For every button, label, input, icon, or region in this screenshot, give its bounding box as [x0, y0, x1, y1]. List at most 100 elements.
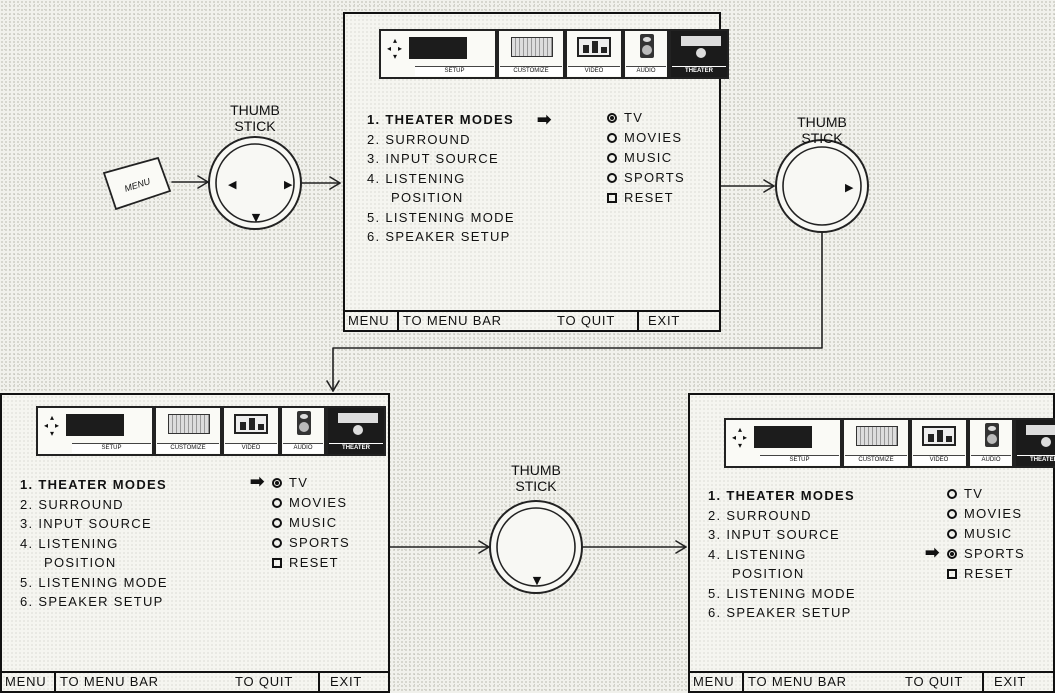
tab-label: VIDEO — [913, 455, 965, 465]
grid-icon — [168, 414, 210, 434]
tv-icon — [754, 426, 812, 448]
thumb-stick-label: THUMBSTICK — [499, 462, 573, 494]
option-marker — [272, 538, 282, 548]
video-bars-icon — [577, 37, 611, 57]
option-sports[interactable]: SPORTS — [272, 533, 350, 553]
option-music[interactable]: MUSIC — [607, 148, 685, 168]
theater-screen-icon — [681, 36, 721, 46]
menu-item-position[interactable]: POSITION — [708, 564, 856, 584]
tab-label: SETUP — [415, 66, 494, 76]
option-marker — [607, 133, 617, 143]
footer-exit-key[interactable]: EXIT — [648, 312, 680, 330]
reset-checkbox — [607, 193, 617, 203]
tab-label: SETUP — [72, 443, 151, 453]
option-reset[interactable]: RESET — [947, 564, 1025, 584]
theater-mode-options: TV MOVIES MUSIC SPORTS RESET — [272, 473, 350, 573]
tab-label: CUSTOMIZE — [500, 66, 562, 76]
footer-to-menu-bar: TO MENU BAR — [60, 673, 159, 691]
tab-label: THEATER — [672, 66, 726, 76]
theater-tab[interactable]: THEATER — [1014, 418, 1055, 468]
menu-item-surround[interactable]: 2. SURROUND — [20, 495, 168, 515]
menu-item-listening-mode[interactable]: 5. LISTENING MODE — [708, 584, 856, 604]
menu-item-listening[interactable]: 4. LISTENING — [708, 545, 856, 565]
menu-item-position[interactable]: POSITION — [20, 553, 168, 573]
menu-item-speaker-setup[interactable]: 6. SPEAKER SETUP — [367, 227, 515, 247]
customize-tab[interactable]: CUSTOMIZE — [842, 418, 910, 468]
theater-tab[interactable]: THEATER — [669, 29, 729, 79]
menu-item-listening[interactable]: 4. LISTENING — [20, 534, 168, 554]
menu-item-input-source[interactable]: 3. INPUT SOURCE — [20, 514, 168, 534]
setup-tab[interactable]: ◂ ▴ ▾ ▸ SETUP — [379, 29, 497, 79]
option-music[interactable]: MUSIC — [947, 524, 1025, 544]
option-tv[interactable]: TV — [607, 108, 685, 128]
menu-icon-bar: ◂ ▴ ▾ ▸ SETUP CUSTOMIZE VIDEO — [379, 29, 729, 79]
menu-item-input-source[interactable]: 3. INPUT SOURCE — [708, 525, 856, 545]
video-tab[interactable]: VIDEO — [910, 418, 968, 468]
right-arrow-icon: ▸ — [743, 434, 747, 442]
option-music[interactable]: MUSIC — [272, 513, 350, 533]
video-bars-icon — [234, 414, 268, 434]
thumb-stick-3: ▼ — [490, 501, 582, 593]
tab-label: SETUP — [760, 455, 839, 465]
tab-label: VIDEO — [225, 443, 277, 453]
footer-divider — [397, 312, 399, 330]
menu-footer: MENU TO MENU BAR TO QUIT EXIT — [690, 671, 1053, 691]
down-arrow-icon: ▾ — [50, 430, 54, 438]
option-sports[interactable]: SPORTS — [607, 168, 685, 188]
menu-item-theater-modes[interactable]: 1. THEATER MODES — [367, 110, 515, 130]
footer-to-quit: TO QUIT — [235, 673, 293, 691]
menu-item-theater-modes[interactable]: 1. THEATER MODES — [20, 475, 168, 495]
onscreen-menu-3: ◂ ▴ ▾ ▸ SETUP CUSTOMIZE VIDEO — [688, 393, 1055, 693]
audio-tab[interactable]: AUDIO — [968, 418, 1014, 468]
option-marker — [947, 489, 957, 499]
theater-screen-icon — [338, 413, 378, 423]
footer-menu-key[interactable]: MENU — [5, 673, 46, 691]
option-tv[interactable]: TV — [272, 473, 350, 493]
footer-menu-key[interactable]: MENU — [348, 312, 389, 330]
setup-tab[interactable]: ◂ ▴ ▾ ▸ SETUP — [724, 418, 842, 468]
theater-tab[interactable]: THEATER — [326, 406, 386, 456]
right-arrow-icon: ▸ — [398, 45, 402, 53]
down-arrow-icon: ▾ — [393, 53, 397, 61]
customize-tab[interactable]: CUSTOMIZE — [497, 29, 565, 79]
tab-label: AUDIO — [971, 455, 1011, 465]
menu-item-speaker-setup[interactable]: 6. SPEAKER SETUP — [708, 603, 856, 623]
menu-item-surround[interactable]: 2. SURROUND — [367, 130, 515, 150]
video-bars-icon — [922, 426, 956, 446]
menu-item-listening[interactable]: 4. LISTENING — [367, 169, 515, 189]
audio-tab[interactable]: AUDIO — [623, 29, 669, 79]
footer-menu-key[interactable]: MENU — [693, 673, 734, 691]
option-reset[interactable]: RESET — [607, 188, 685, 208]
thumb-stick-label: THUMBSTICK — [218, 102, 292, 134]
footer-exit-key[interactable]: EXIT — [330, 673, 362, 691]
menu-footer: MENU TO MENU BAR TO QUIT EXIT — [2, 671, 388, 691]
menu-item-listening-mode[interactable]: 5. LISTENING MODE — [367, 208, 515, 228]
audio-tab[interactable]: AUDIO — [280, 406, 326, 456]
menu-item-input-source[interactable]: 3. INPUT SOURCE — [367, 149, 515, 169]
footer-exit-key[interactable]: EXIT — [994, 673, 1026, 691]
tab-label: CUSTOMIZE — [157, 443, 219, 453]
option-sports[interactable]: SPORTS — [947, 544, 1025, 564]
up-arrow-icon: ▴ — [738, 426, 742, 434]
menu-item-speaker-setup[interactable]: 6. SPEAKER SETUP — [20, 592, 168, 612]
option-marker — [607, 113, 617, 123]
menu-item-theater-modes[interactable]: 1. THEATER MODES — [708, 486, 856, 506]
menu-item-surround[interactable]: 2. SURROUND — [708, 506, 856, 526]
setup-tab[interactable]: ◂ ▴ ▾ ▸ SETUP — [36, 406, 154, 456]
option-reset[interactable]: RESET — [272, 553, 350, 573]
thumb-stick-1: ◀ ▶ ▼ — [209, 137, 301, 229]
option-tv[interactable]: TV — [947, 484, 1025, 504]
video-tab[interactable]: VIDEO — [222, 406, 280, 456]
menu-item-position[interactable]: POSITION — [367, 188, 515, 208]
menu-icon-bar: ◂ ▴ ▾ ▸ SETUP CUSTOMIZE VIDEO — [36, 406, 386, 456]
option-marker — [272, 498, 282, 508]
option-movies[interactable]: MOVIES — [947, 504, 1025, 524]
menu-item-listening-mode[interactable]: 5. LISTENING MODE — [20, 573, 168, 593]
option-movies[interactable]: MOVIES — [272, 493, 350, 513]
video-tab[interactable]: VIDEO — [565, 29, 623, 79]
right-arrow-icon: ▸ — [55, 422, 59, 430]
theater-mode-options: TV MOVIES MUSIC SPORTS RESET — [607, 108, 685, 208]
customize-tab[interactable]: CUSTOMIZE — [154, 406, 222, 456]
option-movies[interactable]: MOVIES — [607, 128, 685, 148]
